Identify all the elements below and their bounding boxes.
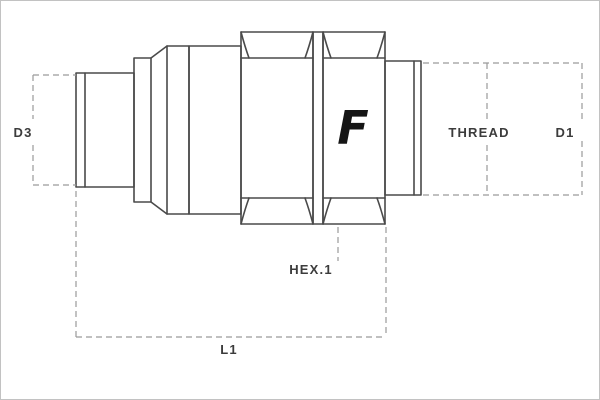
groove [312,31,324,225]
hex-back-chamfer [376,197,386,225]
dimension-thread: THREAD [448,63,509,195]
hex-back-chamfer [322,31,332,59]
retaining-ring [133,57,152,203]
coupling-drawing: F [75,31,422,225]
thread-label: THREAD [448,125,509,140]
dimension-l1: L1 [75,191,387,357]
thread-end [384,60,422,196]
hex-front [240,31,314,225]
dimension-d3: D3 [13,74,76,186]
l1-label: L1 [220,342,238,357]
hex1-label: HEX.1 [289,262,333,277]
hex-front-chamfer [240,31,250,59]
taper-bottom-line [150,201,168,215]
body-mid-section [188,45,242,215]
hex-back-chamfer [376,31,386,59]
dimension-hex1: HEX.1 [289,227,339,277]
hex-back-chamfer [322,197,332,225]
collar [166,45,190,215]
taper-top-line [150,45,168,59]
hex-front-chamfer [304,31,314,59]
brand-logo-f: F [337,101,368,155]
hex-front-chamfer [240,197,250,225]
hex-front-chamfer [304,197,314,225]
dimension-d1: D1 [423,62,583,196]
d1-label: D1 [555,125,574,140]
d3-label: D3 [13,125,32,140]
